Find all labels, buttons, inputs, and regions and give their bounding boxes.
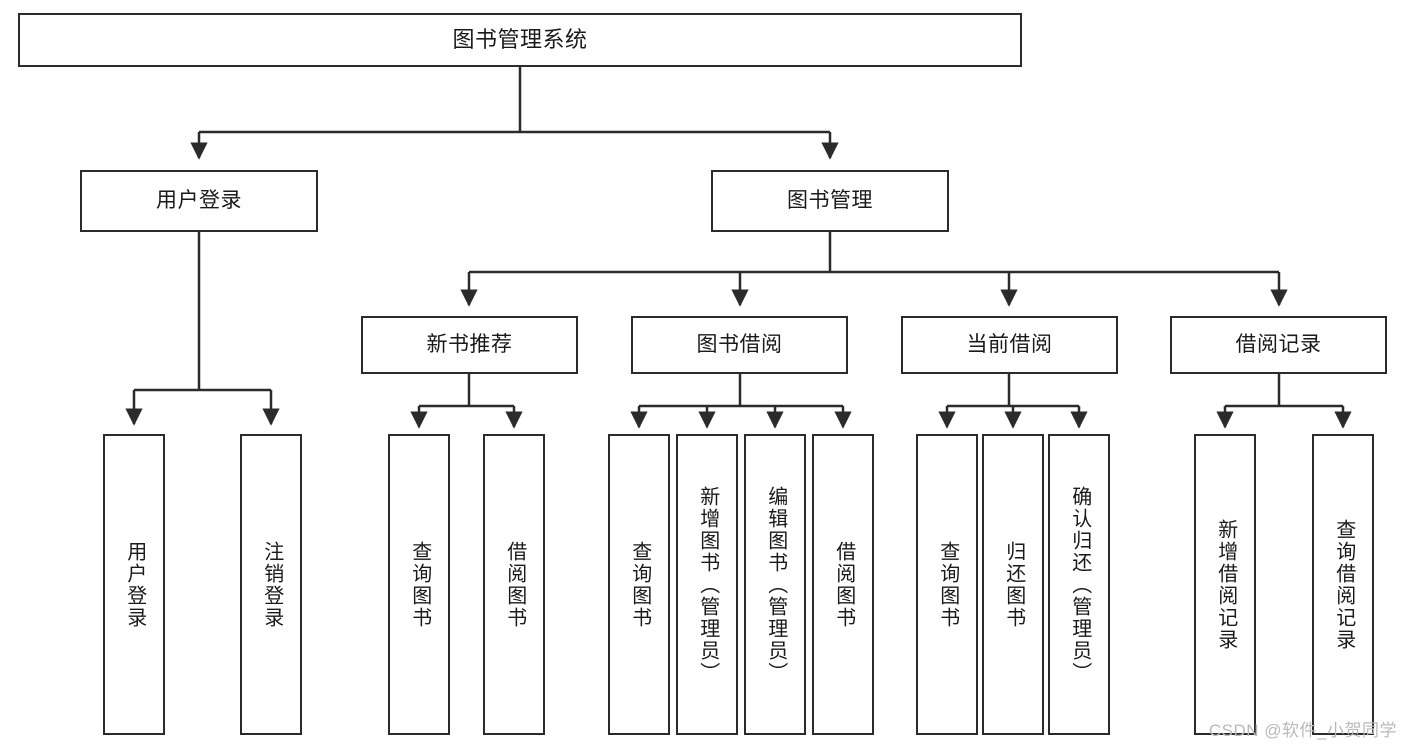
node-current-borrow[interactable]: 当前借阅 (901, 316, 1118, 374)
node-label: 归还图书 (1002, 540, 1025, 629)
node-user-login[interactable]: 用户登录 (80, 170, 318, 232)
leaf-new-book-query[interactable]: 查询图书 (388, 434, 450, 735)
leaf-user-login-logout[interactable]: 注销登录 (240, 434, 302, 735)
node-borrow-record[interactable]: 借阅记录 (1170, 316, 1387, 374)
node-label: 图书管理系统 (452, 26, 588, 52)
leaf-book-borrow-add[interactable]: 新增图书（管理员） (676, 434, 738, 735)
node-book-management[interactable]: 图书管理 (711, 170, 949, 232)
node-label: 当前借阅 (966, 333, 1053, 357)
node-label: 查询借阅记录 (1332, 518, 1355, 651)
node-label: 图书管理 (787, 189, 873, 213)
node-label: 查询图书 (408, 540, 431, 629)
node-label: 注销登录 (260, 540, 283, 629)
node-label: 查询图书 (936, 540, 959, 629)
node-label: 新书推荐 (426, 333, 513, 357)
node-label: 新增借阅记录 (1214, 518, 1237, 651)
node-book-borrow[interactable]: 图书借阅 (631, 316, 848, 374)
node-label: 确认归还（管理员） (1068, 485, 1091, 684)
node-label: 借阅记录 (1235, 333, 1322, 357)
node-label: 图书借阅 (696, 333, 783, 357)
node-label: 查询图书 (628, 540, 651, 629)
watermark: CSDN @软件_小贺同学 (1208, 721, 1397, 740)
node-new-book-recommend[interactable]: 新书推荐 (361, 316, 578, 374)
node-label: 借阅图书 (503, 540, 526, 629)
node-label: 新增图书（管理员） (696, 485, 719, 684)
leaf-new-book-borrow[interactable]: 借阅图书 (483, 434, 545, 735)
node-label: 用户登录 (123, 540, 146, 629)
leaf-user-login-login[interactable]: 用户登录 (103, 434, 165, 735)
node-label: 编辑图书（管理员） (764, 485, 787, 684)
leaf-book-borrow-borrow[interactable]: 借阅图书 (812, 434, 874, 735)
node-label: 用户登录 (156, 189, 242, 213)
leaf-book-borrow-edit[interactable]: 编辑图书（管理员） (744, 434, 806, 735)
leaf-current-borrow-query[interactable]: 查询图书 (916, 434, 978, 735)
node-root-book-management-system[interactable]: 图书管理系统 (18, 13, 1022, 67)
leaf-borrow-record-query[interactable]: 查询借阅记录 (1312, 434, 1374, 735)
node-label: 借阅图书 (832, 540, 855, 629)
leaf-current-borrow-return[interactable]: 归还图书 (982, 434, 1044, 735)
leaf-book-borrow-query[interactable]: 查询图书 (608, 434, 670, 735)
leaf-borrow-record-add[interactable]: 新增借阅记录 (1194, 434, 1256, 735)
leaf-current-borrow-confirm-return[interactable]: 确认归还（管理员） (1048, 434, 1110, 735)
